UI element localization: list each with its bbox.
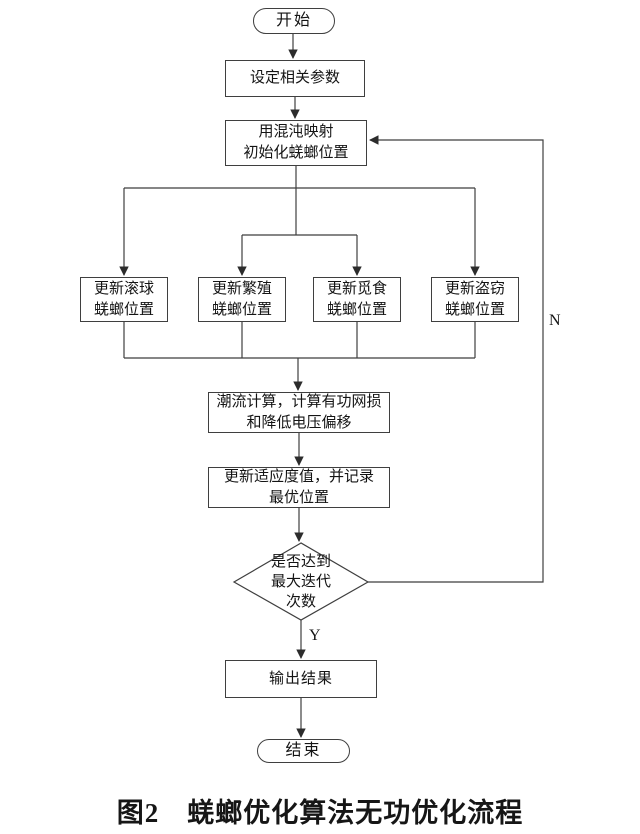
- node-chaos-init: 用混沌映射 初始化蜣螂位置: [225, 120, 367, 166]
- node-update-stealing: 更新盗窃 蜣螂位置: [431, 277, 519, 322]
- node-end: 结束: [257, 739, 350, 763]
- node-update-fitness: 更新适应度值，并记录 最优位置: [208, 467, 390, 508]
- node-set-params: 设定相关参数: [225, 60, 365, 97]
- node-update-breeding: 更新繁殖 蜣螂位置: [198, 277, 286, 322]
- node-update-foraging: 更新觅食 蜣螂位置: [313, 277, 401, 322]
- node-update-rolling: 更新滚球 蜣螂位置: [80, 277, 168, 322]
- node-output-result: 输出结果: [225, 660, 377, 698]
- edge-decision-no-loop: [368, 135, 544, 583]
- edge-label-yes: Y: [309, 627, 321, 644]
- node-power-flow: 潮流计算，计算有功网损 和降低电压偏移: [208, 392, 390, 433]
- node-max-iteration-decision: 是否达到 最大迭代 次数: [270, 553, 331, 611]
- edge-label-no: N: [549, 312, 561, 329]
- node-start: 开始: [253, 8, 335, 34]
- figure-caption: 图2 蜣螂优化算法无功优化流程: [116, 798, 524, 828]
